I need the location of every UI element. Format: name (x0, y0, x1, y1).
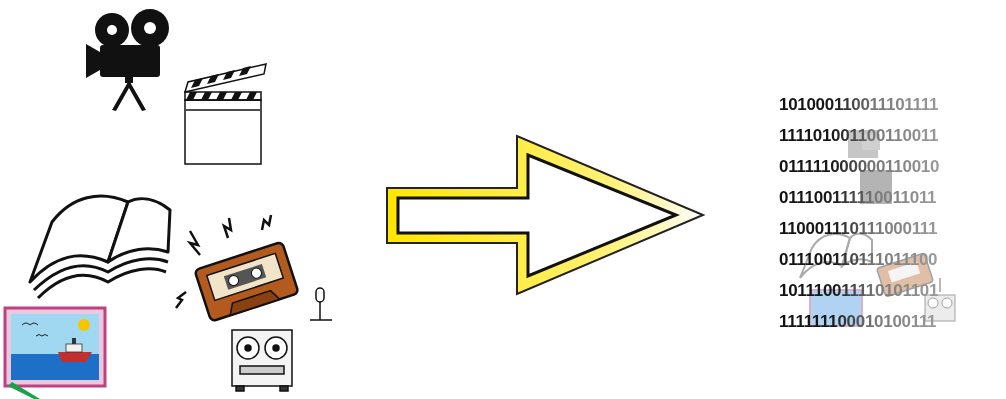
cassette-tape (176, 215, 299, 321)
reel-recorder (232, 330, 292, 391)
binary-row: 011100111110011011 (779, 188, 936, 208)
binary-row: 011100110111011100 (779, 250, 937, 270)
microphone (310, 288, 332, 320)
binary-row: 011111000000110010 (779, 157, 939, 177)
binary-row: 101000110011101111 (779, 95, 938, 115)
binary-row: 111101001100110011 (779, 126, 938, 146)
open-book (30, 196, 170, 298)
painted-picture (5, 308, 105, 399)
clapperboard (185, 64, 266, 164)
conversion-arrow (387, 136, 703, 294)
binary-row: 110001110111000111 (779, 219, 937, 239)
binary-row: 101110011110101101 (779, 281, 938, 301)
movie-camera (86, 9, 169, 111)
binary-row: 111111100010100111 (779, 312, 936, 332)
